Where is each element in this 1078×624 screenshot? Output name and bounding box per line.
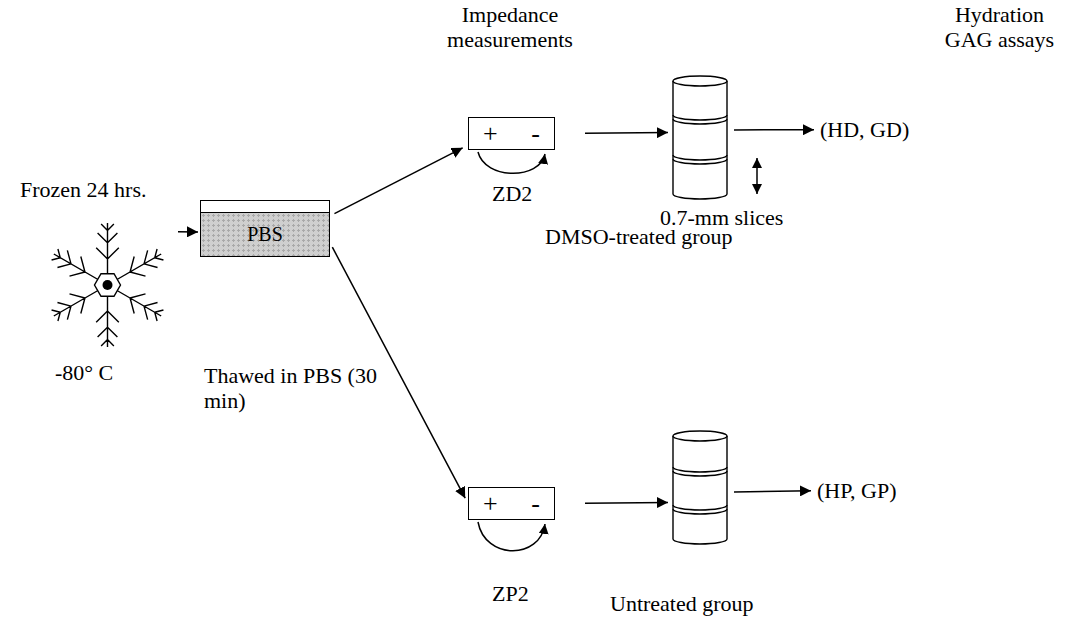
current-arrow xyxy=(478,522,545,551)
assay-result: (HD, GD) xyxy=(820,117,909,142)
pbs-container: PBSThawed in PBS (30 min) xyxy=(200,200,330,257)
thickness-arrow xyxy=(756,158,758,194)
electrode-box: +- xyxy=(468,117,555,150)
flow-arrow xyxy=(585,132,668,134)
cartilage-sample: Untreated group xyxy=(672,430,728,545)
step-caption: Thawed in PBS (30 min) xyxy=(204,363,382,414)
flow-arrow xyxy=(734,129,814,131)
flow-arrow xyxy=(334,148,462,214)
snowflake-icon xyxy=(40,215,175,355)
temperature-label: -80° C xyxy=(55,360,113,385)
annotation-label: Impedance measurements xyxy=(445,2,575,53)
polarity-sign: - xyxy=(531,489,540,519)
tissue-cylinder xyxy=(672,430,728,545)
flow-arrow xyxy=(734,491,811,492)
polarity-sign: - xyxy=(531,119,540,149)
step-heading: Frozen 24 hrs. xyxy=(20,177,146,202)
annotation-label: ZD2 xyxy=(492,181,532,206)
annotation-label: ZP2 xyxy=(492,581,529,606)
electrode-box: +- xyxy=(468,487,555,520)
polarity-sign: + xyxy=(483,489,498,519)
current-arrow xyxy=(478,152,545,173)
sample-caption: Untreated group xyxy=(610,591,754,616)
cartilage-sample: 0.7-mm slices xyxy=(672,75,728,200)
polarity-sign: + xyxy=(483,119,498,149)
assay-result: (HP, GP) xyxy=(817,478,896,503)
annotation-label: Hydration GAG assays xyxy=(932,2,1067,53)
flow-arrow xyxy=(585,502,668,504)
flow-arrow xyxy=(178,231,198,233)
result-output: (HD, GD) xyxy=(818,117,911,142)
result-output: (HP, GP) xyxy=(815,478,898,503)
solution-label: PBS xyxy=(201,212,329,256)
annotation-label: DMSO-treated group xyxy=(545,224,733,249)
freezer-node: Frozen 24 hrs.-80° C xyxy=(40,215,175,355)
tissue-cylinder xyxy=(672,75,728,200)
